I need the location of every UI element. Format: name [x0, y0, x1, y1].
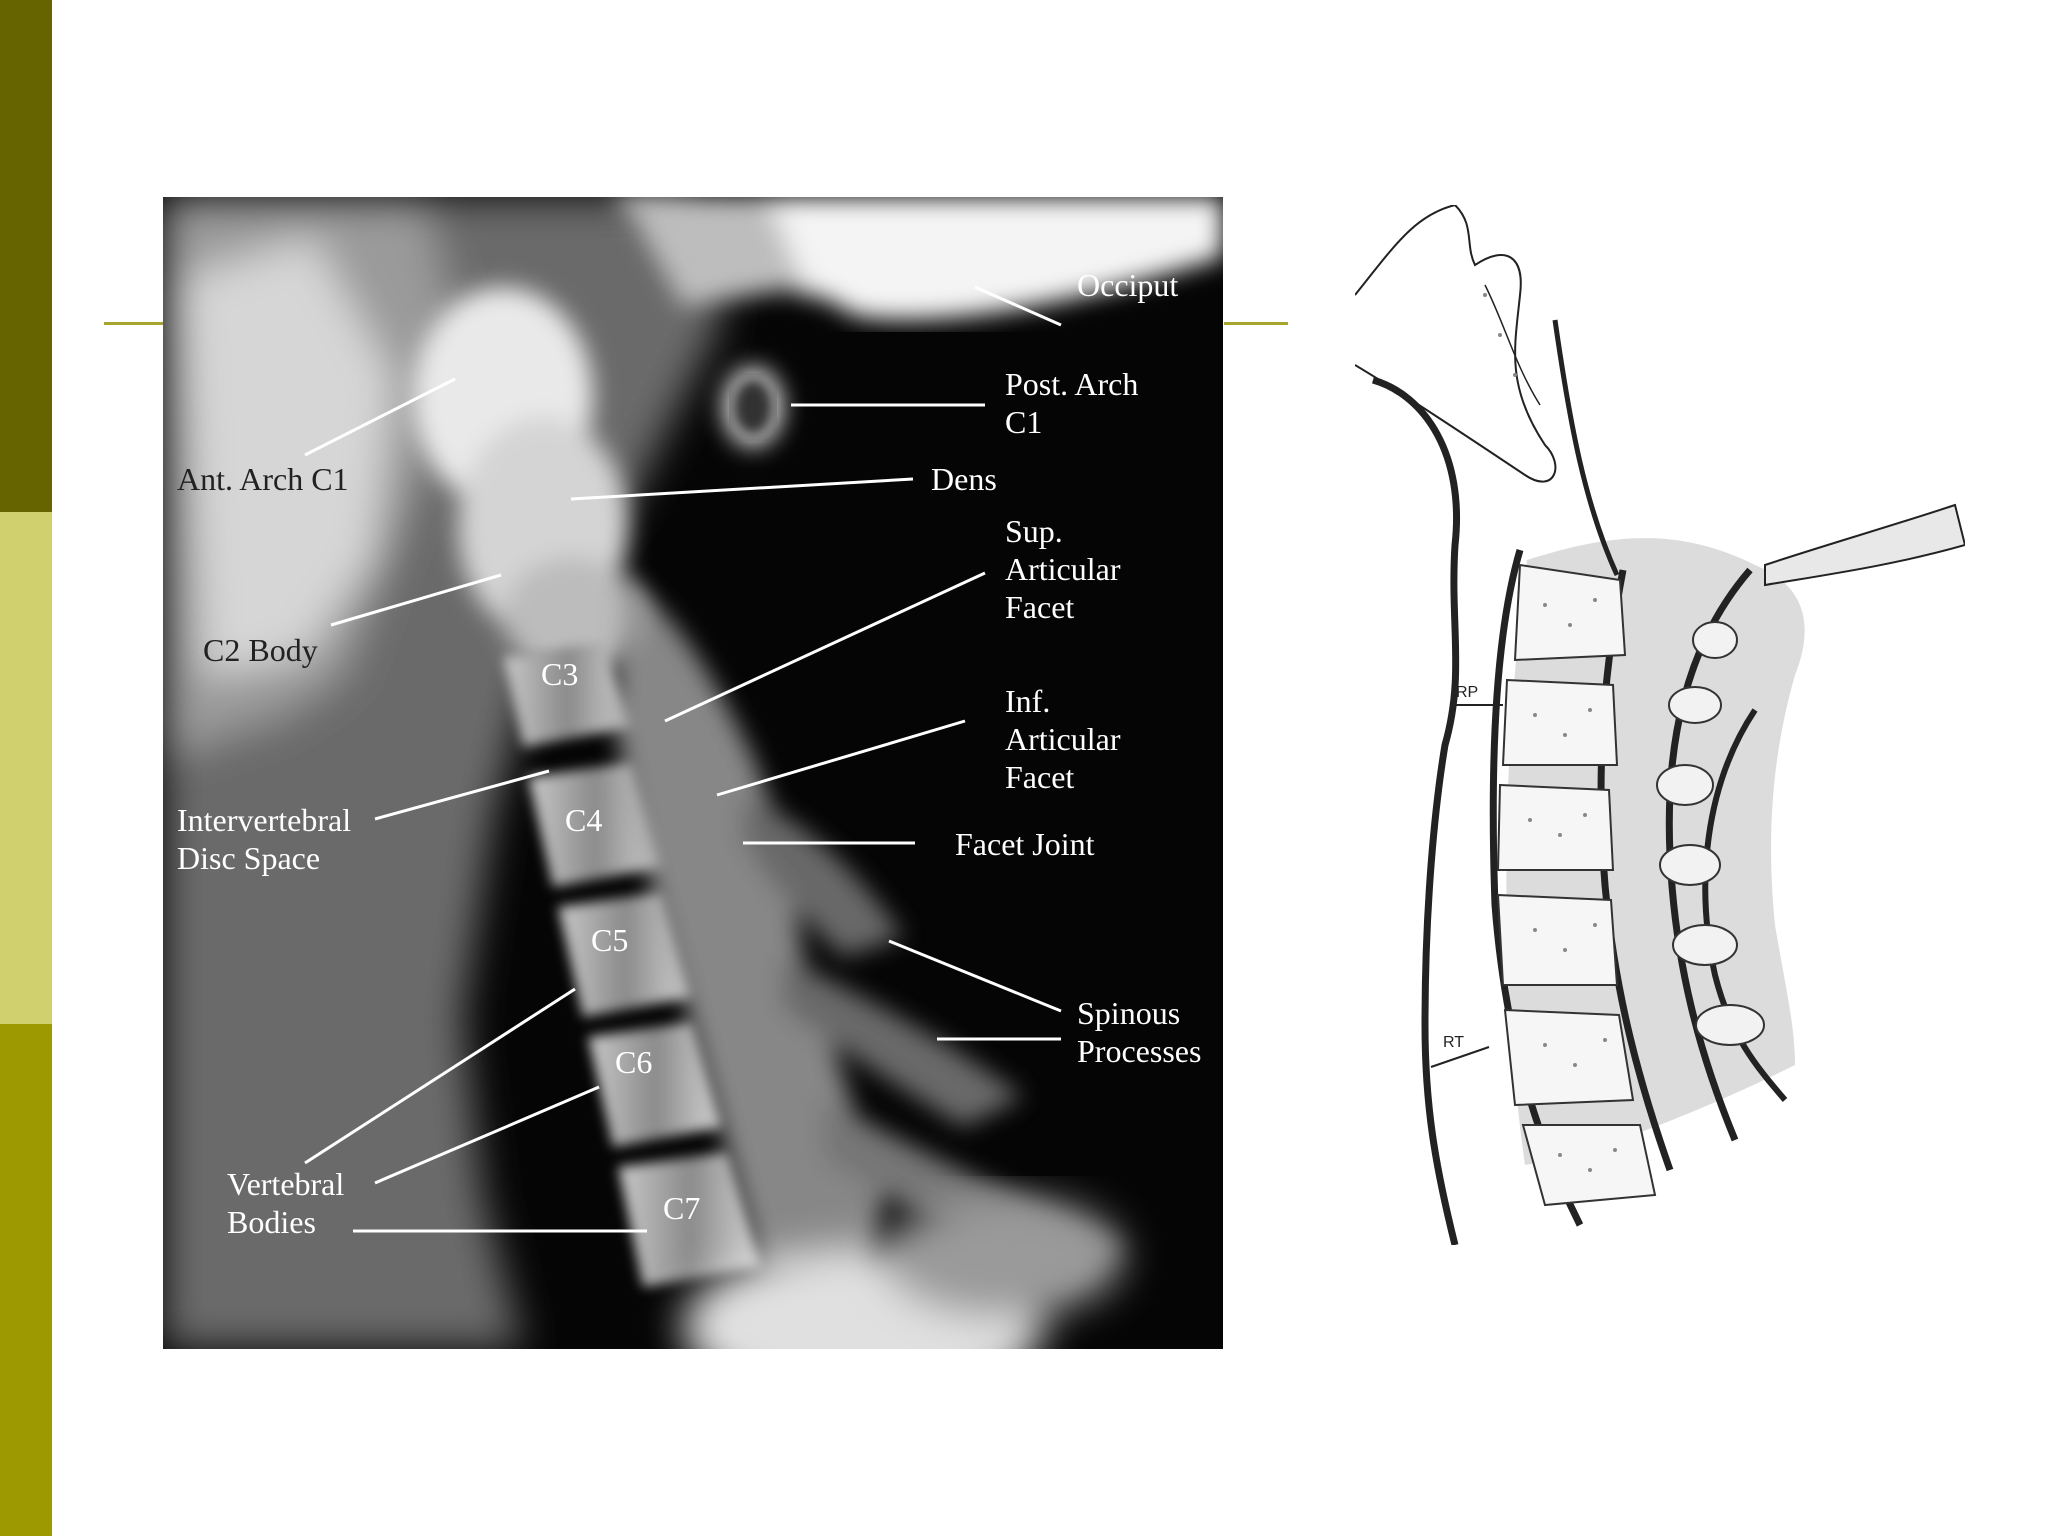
label-c4: C4 [565, 802, 603, 838]
accent-band-bottom [0, 1024, 52, 1536]
label-inf-articular-facet: Inf. Articular Facet [1005, 683, 1121, 795]
cervical-spine-xray: Occiput Post. Arch C1 Ant. Arch C1 Dens … [163, 197, 1223, 1349]
label-c5: C5 [591, 922, 629, 958]
label-c6: C6 [615, 1044, 653, 1080]
label-sup-articular-facet: Sup. Articular Facet [1005, 513, 1121, 625]
label-rt: RT [1443, 1034, 1464, 1051]
label-intervertebral-disc-space: Intervertebral Disc Space [177, 802, 352, 876]
label-c3: C3 [541, 656, 579, 692]
cervical-spine-drawing: RP RT [1355, 205, 1965, 1245]
accent-band-middle [0, 512, 52, 1024]
title-rule-left [104, 322, 164, 325]
label-c2-body: C2 Body [203, 632, 318, 668]
label-occiput: Occiput [1077, 267, 1179, 303]
title-rule-right [1224, 322, 1288, 325]
label-ant-arch-c1: Ant. Arch C1 [177, 461, 349, 497]
label-dens: Dens [931, 461, 997, 497]
label-spinous-processes: Spinous Processes [1077, 995, 1202, 1069]
label-c7: C7 [663, 1190, 701, 1226]
label-facet-joint: Facet Joint [955, 826, 1095, 862]
accent-band-top [0, 0, 52, 512]
label-post-arch-c1: Post. Arch C1 [1005, 366, 1139, 440]
xray-image [163, 197, 1223, 1349]
label-vertebral-bodies: Vertebral Bodies [227, 1166, 345, 1240]
xray-leader-lines [304, 285, 1062, 1233]
label-rp: RP [1456, 684, 1478, 701]
